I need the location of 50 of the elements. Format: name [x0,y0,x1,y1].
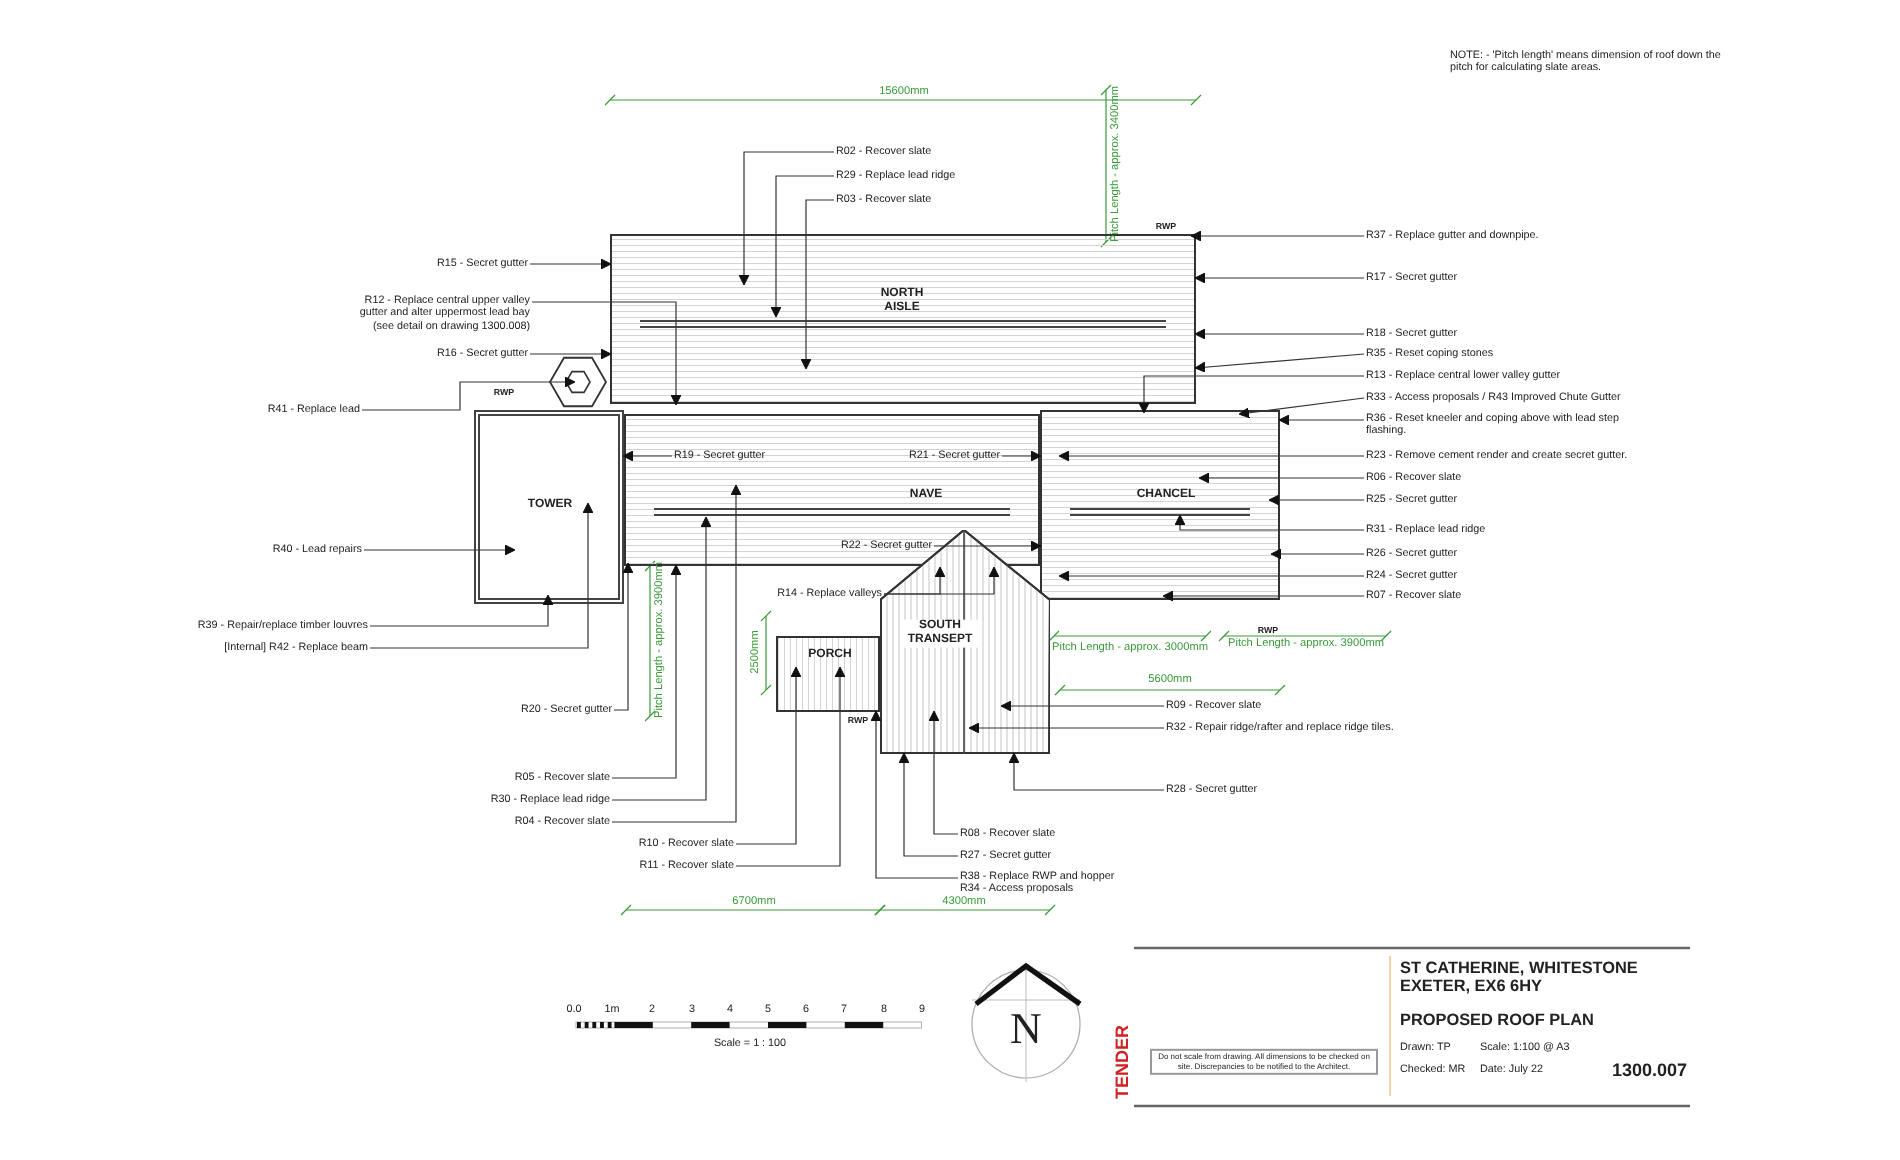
leader-line [735,666,846,867]
leader-line [611,516,712,801]
leader-line [529,348,612,360]
leader-line [1194,272,1365,284]
leader-line [883,566,1000,595]
leader-line [1270,548,1365,560]
drawing-number: 1300.007 [1612,1059,1688,1081]
leader-line [369,502,594,649]
tower-roof [474,410,624,604]
leader-line [933,540,1042,552]
leader-line [1000,700,1165,712]
leader-line [363,544,516,556]
leader-line [735,666,802,845]
leader-line [611,484,742,823]
leader-line [898,752,959,857]
leader-line [531,301,682,406]
roof-section [624,414,1040,566]
leader-line [1058,450,1365,462]
leader-line [968,722,1165,734]
leader-line [369,594,554,627]
leader-line [1194,328,1365,340]
project-title: ST CATHERINE, WHITESTONE EXETER, EX6 6HY [1400,959,1640,997]
leader-line [1278,414,1365,426]
leader-line [1190,230,1365,242]
leader-line [1198,472,1365,484]
leader-line [611,564,682,779]
leader-line [1138,375,1365,414]
leader-line [1001,450,1042,462]
leader-line [1174,514,1365,531]
stamp-text: TENDER [1111,1025,1133,1099]
drawing-title: PROPOSED ROOF PLAN [1400,1010,1594,1030]
leader-line [738,151,835,286]
leader-line [361,376,576,411]
leader-line [1268,494,1365,506]
leader-line [870,710,959,879]
leader-line [529,258,612,270]
roof-section [1040,410,1280,600]
leader-line [622,450,673,462]
leader-line [928,710,959,835]
leader-line [1162,590,1365,602]
leader-line [613,562,634,711]
north-label: N [1010,1002,1042,1054]
leader-line [1058,570,1365,582]
turret-hexagon [548,356,608,408]
leader-line [800,199,835,370]
roof-section [776,636,880,712]
leader-line [1008,752,1165,791]
leader-line [770,175,835,318]
leader-line [1194,353,1365,373]
leader-line [1238,397,1365,419]
